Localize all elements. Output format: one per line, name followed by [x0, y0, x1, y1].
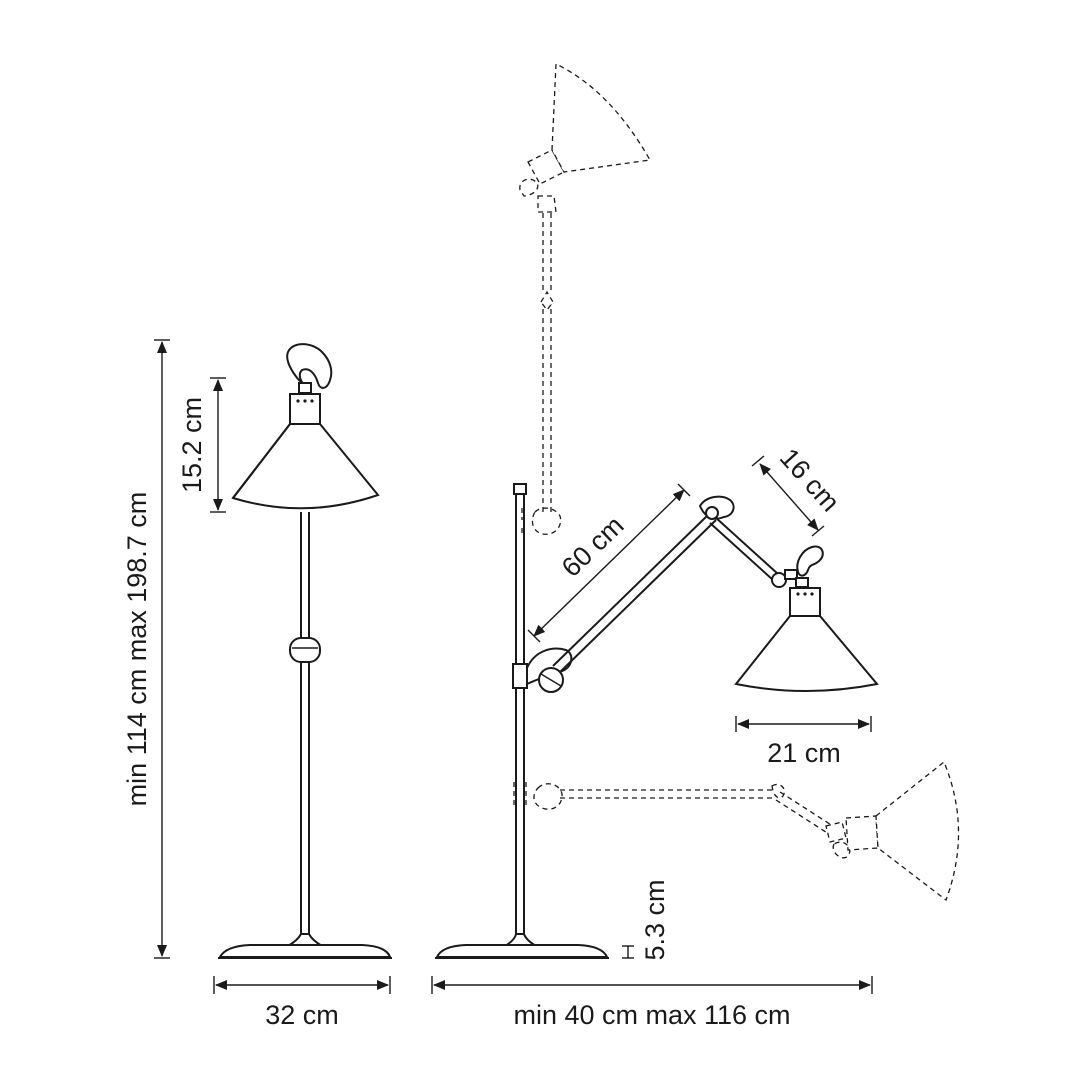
- reach-dimension: min 40 cm max 116 cm: [431, 976, 873, 1030]
- base-height-label: 5.3 cm: [640, 879, 670, 960]
- reach-range-label: min 40 cm max 116 cm: [513, 1000, 790, 1030]
- arm-length-dimension: 60 cm: [527, 483, 691, 643]
- side-view-lamp: [435, 483, 879, 959]
- base-height-dimension: 5.3 cm: [622, 879, 670, 961]
- head-length-label: 16 cm: [774, 443, 845, 518]
- head-length-dimension: 16 cm: [751, 443, 845, 537]
- shade-height-label: 15.2 cm: [177, 397, 207, 493]
- front-view-lamp: [218, 343, 392, 959]
- extended-position-ghost: [513, 760, 960, 902]
- height-range-label: min 114 cm max 198.7 cm: [122, 492, 152, 807]
- arm-length-label: 60 cm: [556, 510, 630, 583]
- base-width-label: 32 cm: [265, 1000, 339, 1030]
- raised-position-ghost: [519, 62, 652, 535]
- height-dimension: min 114 cm max 198.7 cm: [122, 339, 170, 959]
- shade-diameter-label: 21 cm: [767, 738, 841, 768]
- shade-height-dimension: 15.2 cm: [177, 377, 226, 513]
- base-width-dimension: 32 cm: [213, 976, 391, 1030]
- shade-diameter-dimension: 21 cm: [735, 716, 872, 768]
